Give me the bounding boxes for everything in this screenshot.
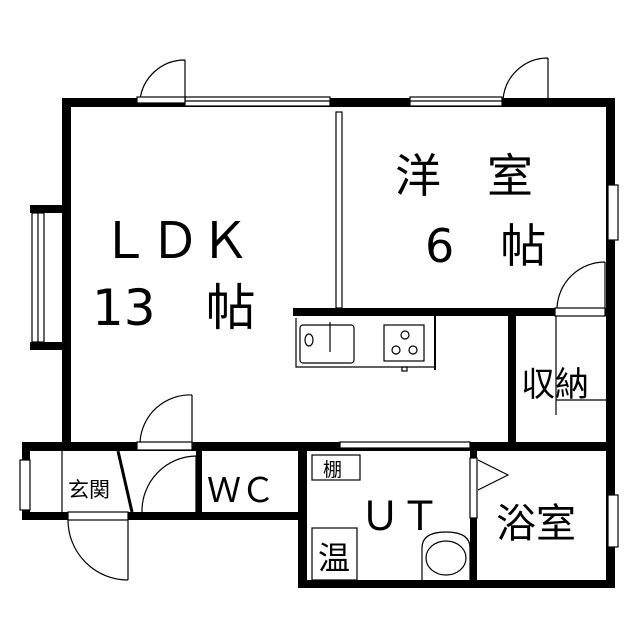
toilet-name: ＷＣ — [207, 471, 275, 511]
door-ldk-top — [139, 59, 186, 101]
door-bath — [469, 457, 478, 519]
washbasin — [421, 531, 471, 580]
entrance-name: 玄関 — [68, 478, 110, 502]
storage-name: 収納 — [521, 365, 589, 405]
window-western-right — [607, 184, 619, 241]
shelf-box — [311, 454, 361, 481]
stove — [383, 324, 425, 362]
window-bath-right — [607, 494, 619, 548]
sliding-door-ldk-western — [335, 111, 343, 309]
sliding-door-ut — [339, 441, 471, 449]
doors — [61, 57, 606, 581]
ldk-size: 13 帖 — [92, 279, 256, 337]
sink — [299, 324, 355, 364]
door-entrance — [67, 519, 129, 581]
window-entrance — [19, 459, 31, 511]
shelf-label: 棚 — [323, 459, 342, 481]
ldk-name: ＬＤＫ — [100, 212, 250, 270]
door-western-top — [502, 57, 549, 101]
door-wc — [141, 455, 197, 513]
western-name: 洋 室 — [395, 149, 533, 203]
door-ldk-entrance — [139, 394, 193, 443]
utility-name: ＵＴ — [360, 494, 440, 540]
door-storage — [556, 261, 606, 309]
western-size: 6 帖 — [425, 219, 546, 273]
bath-name: 浴室 — [496, 501, 576, 547]
water-heater-label: 温 — [318, 539, 350, 577]
water-heater-box — [311, 527, 358, 581]
kitchen-counter — [295, 316, 436, 372]
